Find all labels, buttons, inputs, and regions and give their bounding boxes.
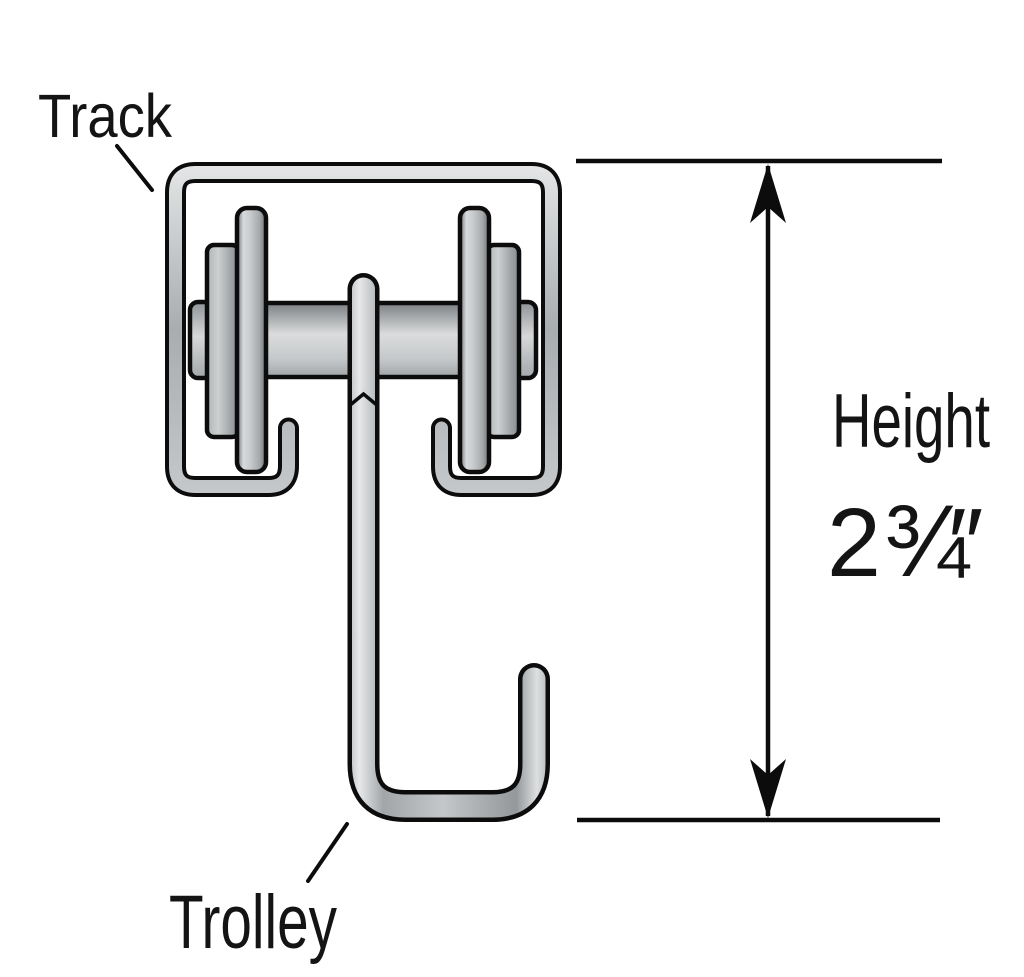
height-label: Height [832, 379, 990, 464]
dimension-value-whole: 2 [827, 488, 881, 597]
strap-bend-mark [347, 391, 380, 408]
right-wheel-hub [484, 242, 522, 440]
track-label: Track [38, 82, 172, 150]
track-leader-line [115, 144, 154, 192]
height-dimension [576, 158, 942, 823]
trolley-label: Trolley [169, 880, 337, 965]
hook-metal [352, 277, 546, 818]
left-wheel-hub [204, 242, 242, 440]
trolley-leader-line [306, 822, 349, 883]
dimension-arrowhead-top [750, 164, 786, 223]
dimension-arrowhead-bottom [750, 759, 786, 818]
dimension-value: 2 ¾ ″ [827, 484, 983, 600]
left-wheel-disc [234, 205, 269, 475]
dimension-value-fraction: ¾ [884, 484, 971, 598]
track-metal [169, 166, 558, 493]
trolley-hanger-hook [347, 273, 550, 822]
track-profile [165, 162, 562, 497]
right-wheel-disc [457, 205, 492, 475]
dimension-value-unit: ″ [948, 488, 983, 600]
